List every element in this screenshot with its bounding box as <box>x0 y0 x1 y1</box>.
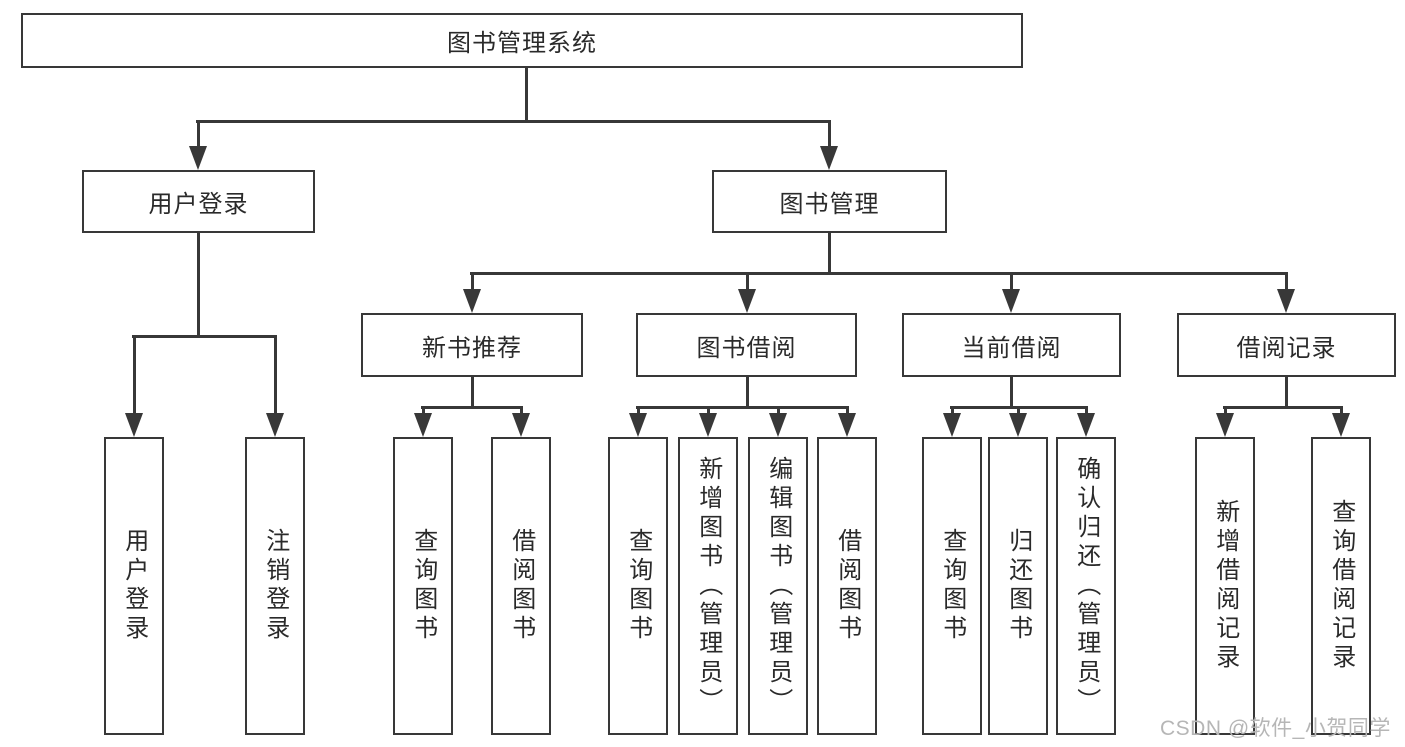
arrow-down-icon <box>738 289 756 313</box>
connector-line-vertical <box>951 406 954 417</box>
node-label: 确认归还（管理员） <box>1072 455 1100 717</box>
connector-line-horizontal <box>196 120 831 123</box>
node-label: 查询借阅记录 <box>1327 499 1355 673</box>
arrow-down-icon <box>125 413 143 437</box>
node-edit-books-admin: 编辑图书（管理员） <box>748 437 808 735</box>
node-label: 编辑图书（管理员） <box>764 455 792 717</box>
connector-line-vertical <box>1010 377 1013 409</box>
node-add-books-admin: 新增图书（管理员） <box>678 437 738 735</box>
node-login: 用户登录 <box>104 437 164 735</box>
connector-line-vertical <box>471 377 474 409</box>
connector-line-horizontal <box>636 406 849 409</box>
connector-line-vertical <box>707 406 710 417</box>
node-book-management: 图书管理 <box>712 170 947 233</box>
node-borrow-books-recommend: 借阅图书 <box>491 437 551 735</box>
node-label: 当前借阅 <box>961 334 1062 362</box>
arrow-down-icon <box>699 413 717 437</box>
arrow-down-icon <box>838 413 856 437</box>
connector-line-vertical <box>1017 406 1020 417</box>
node-label: 借阅图书 <box>833 528 861 644</box>
connector-line-horizontal <box>1223 406 1343 409</box>
connector-line-vertical <box>637 406 640 417</box>
node-confirm-return-admin: 确认归还（管理员） <box>1056 437 1116 735</box>
arrow-down-icon <box>1332 413 1350 437</box>
arrow-down-icon <box>943 413 961 437</box>
node-label: 图书管理 <box>779 191 880 218</box>
connector-line-vertical <box>274 335 277 417</box>
connector-line-horizontal <box>421 406 523 409</box>
csdn-watermark: CSDN @软件_小贺同学 <box>1160 717 1391 740</box>
node-book-borrow: 图书借阅 <box>636 313 857 377</box>
node-label: 图书借阅 <box>696 334 797 362</box>
connector-line-horizontal <box>470 272 1288 275</box>
node-query-books-borrow: 查询图书 <box>608 437 668 735</box>
connector-line-vertical <box>1010 272 1013 294</box>
node-label: 新增图书（管理员） <box>694 455 722 717</box>
connector-line-vertical <box>1285 377 1288 409</box>
node-add-borrow-record: 新增借阅记录 <box>1195 437 1255 735</box>
connector-line-vertical <box>828 120 831 150</box>
connector-line-vertical <box>525 68 528 123</box>
node-return-books: 归还图书 <box>988 437 1048 735</box>
node-label: 用户登录 <box>148 191 249 218</box>
node-borrow-books: 借阅图书 <box>817 437 877 735</box>
node-label: 查询图书 <box>938 528 966 644</box>
arrow-down-icon <box>1009 413 1027 437</box>
node-label: 借阅记录 <box>1236 334 1337 362</box>
connector-line-vertical <box>746 377 749 409</box>
arrow-down-icon <box>629 413 647 437</box>
connector-line-vertical <box>422 406 425 417</box>
connector-line-vertical <box>1224 406 1227 417</box>
arrow-down-icon <box>189 146 207 170</box>
node-label: 归还图书 <box>1004 528 1032 644</box>
node-label: 用户登录 <box>120 528 148 644</box>
arrow-down-icon <box>1216 413 1234 437</box>
connector-line-vertical <box>1085 406 1088 417</box>
node-user-login: 用户登录 <box>82 170 315 233</box>
node-current-borrow: 当前借阅 <box>902 313 1121 377</box>
arrow-down-icon <box>769 413 787 437</box>
arrow-down-icon <box>1002 289 1020 313</box>
node-label: 图书管理系统 <box>447 30 597 57</box>
connector-line-vertical <box>746 272 749 294</box>
connector-line-vertical <box>1285 272 1288 294</box>
connector-line-vertical <box>846 406 849 417</box>
node-label: 新增借阅记录 <box>1211 499 1239 673</box>
node-label: 注销登录 <box>261 528 289 644</box>
connector-line-vertical <box>777 406 780 417</box>
node-borrow-records: 借阅记录 <box>1177 313 1396 377</box>
node-library-system: 图书管理系统 <box>21 13 1023 68</box>
node-label: 新书推荐 <box>422 334 522 362</box>
node-label: 查询图书 <box>409 528 437 644</box>
arrow-down-icon <box>414 413 432 437</box>
node-query-books-recommend: 查询图书 <box>393 437 453 735</box>
arrow-down-icon <box>512 413 530 437</box>
connector-line-vertical <box>471 272 474 294</box>
connector-line-horizontal <box>132 335 277 338</box>
node-logout: 注销登录 <box>245 437 305 735</box>
connector-line-vertical <box>133 335 136 417</box>
connector-line-vertical <box>197 233 200 338</box>
node-query-books-current: 查询图书 <box>922 437 982 735</box>
arrow-down-icon <box>820 146 838 170</box>
node-label: 借阅图书 <box>507 528 535 644</box>
connector-line-vertical <box>1340 406 1343 417</box>
node-label: 查询图书 <box>624 528 652 644</box>
arrow-down-icon <box>1077 413 1095 437</box>
connector-line-vertical <box>197 120 200 150</box>
arrow-down-icon <box>1277 289 1295 313</box>
arrow-down-icon <box>266 413 284 437</box>
connector-line-vertical <box>520 406 523 417</box>
node-new-book-recommend: 新书推荐 <box>361 313 583 377</box>
connector-line-vertical <box>828 233 831 275</box>
arrow-down-icon <box>463 289 481 313</box>
node-query-borrow-record: 查询借阅记录 <box>1311 437 1371 735</box>
